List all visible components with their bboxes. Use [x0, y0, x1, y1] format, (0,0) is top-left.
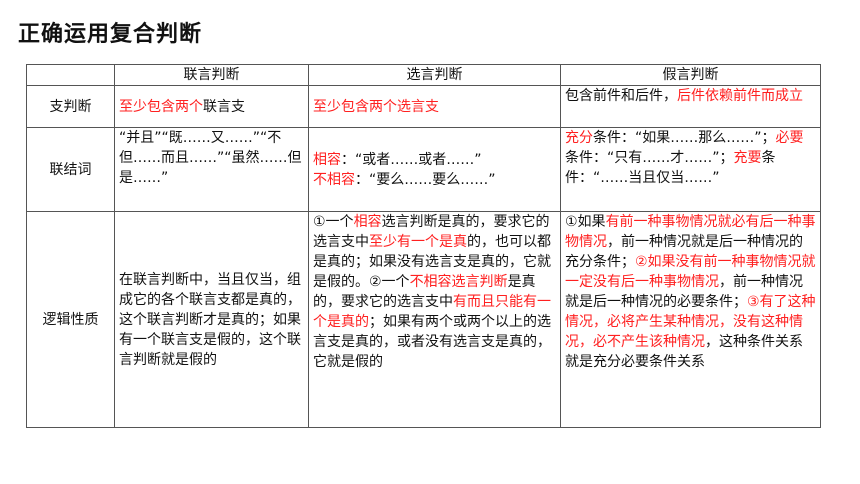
row-label-connective: 联结词: [26, 127, 115, 212]
row-label-logic: 逻辑性质: [26, 211, 115, 428]
header-disjunctive: 选言判断: [308, 64, 561, 86]
cell-branch-hyp: 包含前件和后件，后件依赖前件而成立: [560, 85, 821, 128]
header-row: 联言判断 选言判断 假言判断: [26, 64, 821, 86]
table-row: 逻辑性质 在联言判断中，当且仅当，组成它的各个联言支都是真的，这个联言判断才是真…: [26, 211, 821, 428]
cell-branch-conj: 至少包含两个联言支: [114, 85, 309, 128]
cell-logic-disj: ①一个相容选言判断是真的，要求它的选言支中至少有一个是真的，也可以都是真的；如果…: [308, 211, 561, 428]
comparison-table: 联言判断 选言判断 假言判断 支判断 至少包含两个联言支 至少包含两个选言支 包…: [26, 64, 821, 428]
cell-branch-disj: 至少包含两个选言支: [308, 85, 561, 128]
table-row: 联结词 “并且”“既……又……”“不但……而且……”“虽然……但是……” 相容：…: [26, 127, 821, 212]
header-hypothetical: 假言判断: [560, 64, 821, 86]
page-title: 正确运用复合判断: [18, 22, 203, 47]
cell-connective-disj: 相容：“或者……或者……” 不相容：“要么……要么……”: [308, 127, 561, 212]
header-conjunctive: 联言判断: [114, 64, 309, 86]
table-row: 支判断 至少包含两个联言支 至少包含两个选言支 包含前件和后件，后件依赖前件而成…: [26, 85, 821, 128]
header-corner: [26, 64, 115, 86]
row-label-branch: 支判断: [26, 85, 115, 128]
cell-connective-hyp: 充分条件：“如果……那么……”；必要条件：“只有……才……”；充要条件：“……当…: [560, 127, 821, 212]
cell-connective-conj: “并且”“既……又……”“不但……而且……”“虽然……但是……”: [114, 127, 309, 212]
cell-logic-conj: 在联言判断中，当且仅当，组成它的各个联言支都是真的，这个联言判断才是真的；如果有…: [114, 211, 309, 428]
cell-logic-hyp: ①如果有前一种事物情况就必有后一种事物情况，前一种情况就是后一种情况的充分条件；…: [560, 211, 821, 428]
